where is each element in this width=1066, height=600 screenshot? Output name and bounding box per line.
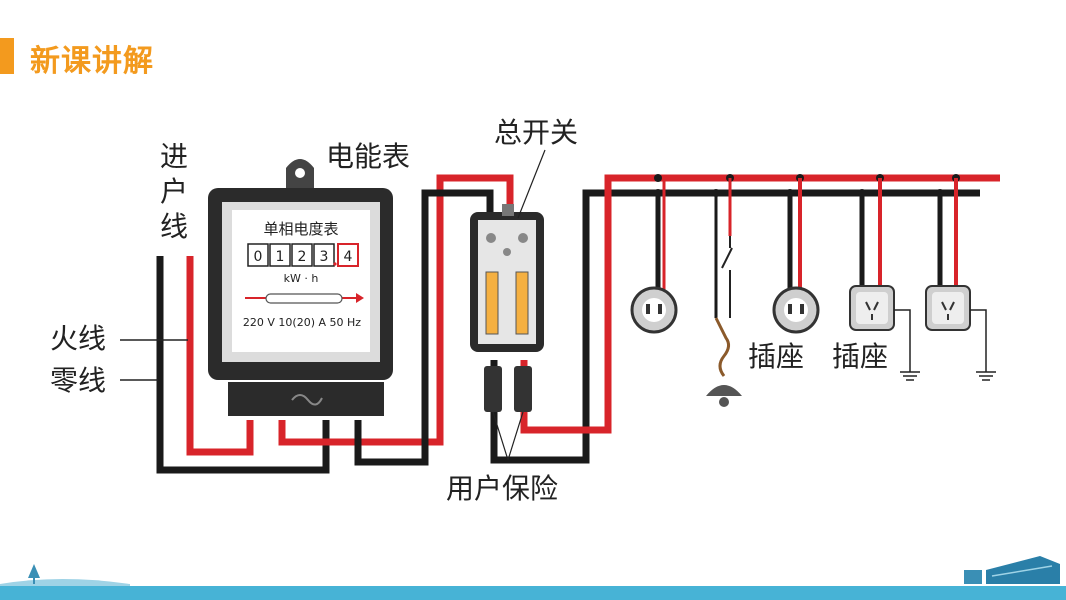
title-accent-bar [0, 38, 14, 74]
meter-out-wires [278, 174, 514, 466]
tree-icon [28, 564, 40, 578]
meter-unit: kW · h [284, 272, 319, 285]
counter-digit: 0 [254, 249, 263, 265]
counter-digit: 3 [320, 249, 329, 265]
lamp-bulb [719, 397, 729, 407]
label-user-fuse: 用户保险 [446, 472, 558, 505]
label-incoming-line-3: 线 [160, 210, 188, 243]
meter-hanger-hole [295, 168, 305, 178]
switch-leader-line [517, 149, 546, 219]
meter-counter: 0 1 2 3 4 [247, 243, 359, 267]
label-socket-2: 插座 [832, 340, 888, 373]
mains-bus [490, 174, 1000, 464]
label-incoming-line-1: 进 [160, 140, 188, 173]
counter-digit: 2 [298, 249, 307, 265]
user-fuse [484, 366, 502, 412]
meter-rating: 220 V 10(20) A 50 Hz [243, 316, 361, 329]
meter-disc-indicator [245, 293, 364, 304]
ground-wire [970, 309, 987, 372]
user-fuse [514, 366, 532, 412]
counter-digit: 1 [276, 249, 285, 265]
socket-branch-2 [849, 174, 920, 381]
lamp-shade [706, 385, 742, 396]
switch-blade [515, 271, 529, 335]
meter-neutral-out-wire [354, 189, 494, 466]
main-switch [470, 149, 546, 461]
switch-blade [485, 271, 499, 335]
neutral-bus [490, 189, 980, 464]
building-icon [964, 570, 982, 584]
switch-top-pin [502, 204, 514, 216]
incoming-live-wire [186, 256, 254, 456]
counter-digit-red: 4 [344, 249, 353, 265]
meter-live-out-wire [278, 174, 514, 446]
page-title: 新课讲解 [30, 44, 154, 79]
lamp-branch [630, 174, 742, 407]
ground-wire [894, 309, 911, 372]
label-incoming-line-2: 户 [160, 175, 188, 208]
lamp-cord [714, 317, 731, 377]
socket-branch-3 [925, 174, 996, 381]
footer-decoration [0, 556, 1060, 586]
label-neutral-wire: 零线 [50, 364, 106, 397]
building-icon [986, 556, 1060, 584]
label-meter: 电能表 [326, 140, 410, 173]
electric-meter: 单相电度表 0 1 2 3 4 kW · h 220 V 10(20) A 50… [208, 159, 393, 416]
meter-face [232, 210, 370, 352]
lamp-switch [721, 247, 733, 269]
socket-branch-1 [772, 174, 820, 334]
label-socket-1: 插座 [748, 340, 804, 373]
label-live-wire: 火线 [50, 322, 106, 355]
footer-wave-left [0, 579, 130, 586]
footer-band [0, 586, 1066, 600]
meter-face-name: 单相电度表 [263, 220, 338, 238]
meter-seal [291, 394, 323, 406]
label-main-switch: 总开关 [494, 116, 578, 149]
diagram-labels: 进 户 线 电能表 总开关 火线 零线 用户保险 插座 插座 [50, 116, 888, 505]
